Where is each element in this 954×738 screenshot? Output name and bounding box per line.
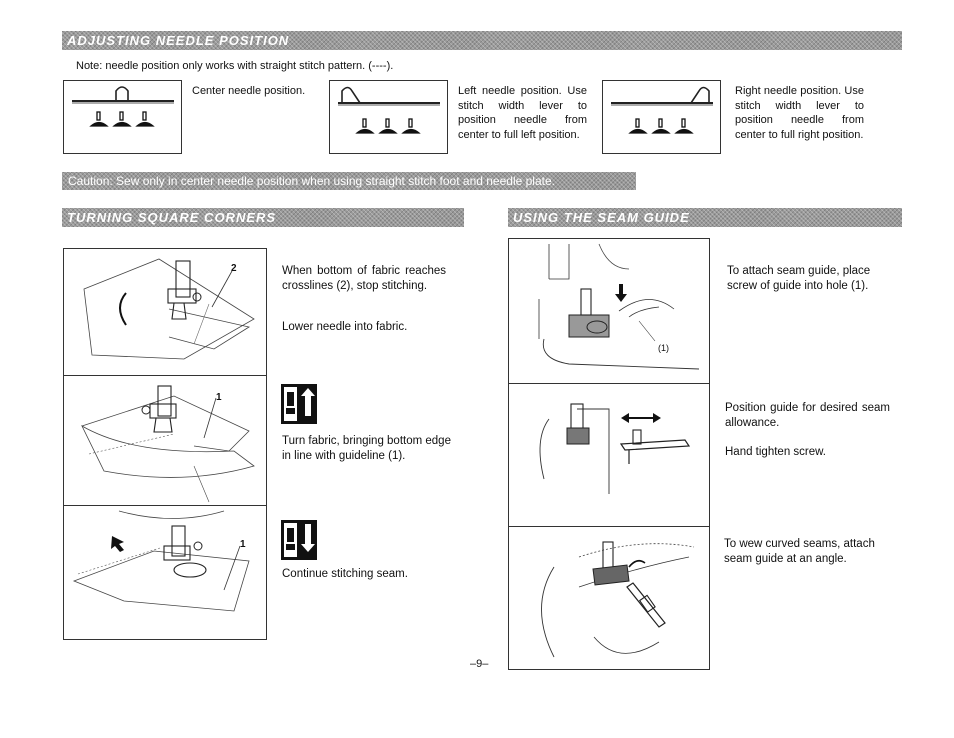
needle-position-title: ADJUSTING NEEDLE POSITION bbox=[67, 33, 290, 48]
seam-step2-illustration bbox=[539, 403, 691, 494]
seam-guide-banner: USING THE SEAM GUIDE bbox=[508, 208, 902, 227]
presser-foot-lever-down-icon bbox=[281, 520, 317, 560]
seam-guide-title: USING THE SEAM GUIDE bbox=[513, 210, 690, 225]
corner-step2-text: Turn fabric, bringing bottom edge in lin… bbox=[282, 435, 451, 462]
seam-step1-text: To attach seam guide, place screw of gui… bbox=[727, 265, 871, 292]
corner-step2-illustration bbox=[81, 385, 255, 503]
left-needle-text: Left needle position. Use stitch width l… bbox=[458, 85, 587, 141]
page-number: –9– bbox=[470, 658, 489, 670]
center-needle-diagram bbox=[63, 80, 182, 154]
seam-guide-illustration-frame: (1) bbox=[508, 238, 710, 670]
center-needle-text: Center needle position. bbox=[192, 85, 306, 97]
corner-step1-subtext: Lower needle into fabric. bbox=[282, 321, 408, 333]
seam-step2-subtext: Hand tighten screw. bbox=[725, 446, 827, 458]
seam-step1-illustration bbox=[538, 243, 700, 370]
square-corners-banner: TURNING SQUARE CORNERS bbox=[62, 208, 464, 227]
needle-position-note: Note: needle position only works with st… bbox=[76, 60, 394, 72]
corner-step3-label: 1 bbox=[240, 539, 246, 550]
caution-text: Caution: Sew only in center needle posit… bbox=[68, 174, 555, 188]
right-needle-diagram bbox=[602, 80, 721, 154]
corner-step1-illustration bbox=[83, 258, 255, 360]
caution-banner: Caution: Sew only in center needle posit… bbox=[62, 172, 636, 190]
square-corners-title: TURNING SQUARE CORNERS bbox=[67, 210, 277, 225]
presser-foot-lever-up-icon bbox=[281, 384, 317, 424]
corner-step1-text: When bottom of fabric reaches crosslines… bbox=[282, 265, 446, 292]
left-needle-diagram bbox=[329, 80, 448, 154]
needle-position-banner: ADJUSTING NEEDLE POSITION bbox=[62, 31, 902, 50]
corner-step3-illustration bbox=[72, 510, 250, 612]
corner-step2-label: 1 bbox=[216, 392, 222, 403]
seam-step2-text: Position guide for desired seam allowanc… bbox=[725, 402, 890, 429]
corner-step3-text: Continue stitching seam. bbox=[282, 568, 408, 580]
seam-step1-label: (1) bbox=[658, 343, 669, 353]
right-needle-text: Right needle position. Use stitch width … bbox=[735, 85, 864, 141]
seam-step3-illustration bbox=[541, 541, 695, 658]
corner-step1-label: 2 bbox=[231, 263, 237, 274]
square-corners-illustration-frame: 2 1 1 bbox=[63, 248, 267, 640]
seam-step3-text: To wew curved seams, attach seam guide a… bbox=[724, 538, 875, 565]
